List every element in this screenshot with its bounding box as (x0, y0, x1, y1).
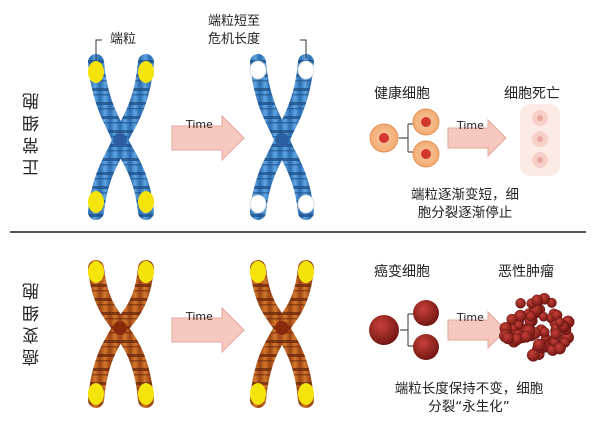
tumor-cell (501, 332, 515, 345)
time-label-normal-2: Time (457, 119, 484, 132)
tumor-cell (553, 342, 566, 355)
chromosome-normal-short (249, 54, 315, 220)
tumor-cell (531, 294, 543, 306)
tumor-cell (532, 338, 546, 352)
time-arrow-normal-2 (447, 118, 507, 158)
tumor-cell (539, 327, 550, 338)
time-label-cancer-1: Time (186, 310, 213, 323)
chromosome-cancer-1 (88, 260, 154, 408)
short-telomere-label-2: 危机长度 (208, 32, 261, 47)
tumor-cell (525, 311, 537, 322)
tumor-cluster (499, 292, 575, 362)
telomere-label: 端粒 (110, 32, 137, 47)
healthy-cell-label: 健康细胞 (374, 86, 430, 102)
time-arrow-cancer-1 (171, 306, 245, 354)
telomere-top-right (138, 61, 154, 83)
tumor-cell (520, 330, 533, 343)
tumor-cell (538, 311, 549, 322)
tumor-label: 恶性肿瘤 (498, 264, 554, 280)
tumor-cell (506, 313, 518, 325)
cancer-cell-label: 癌变细胞 (374, 264, 430, 280)
tumor-cell (550, 328, 562, 340)
telomere-bottom-left (88, 191, 104, 213)
time-arrow-cancer-2 (447, 310, 507, 350)
telomere-pointer (95, 39, 102, 60)
section-label-cancer: 癌变细胞 (23, 278, 43, 366)
short-telomere-label-1: 端粒短至 (208, 14, 261, 29)
dead-cell-label: 细胞死亡 (504, 86, 560, 102)
cancer-caption-line-2: 分裂“永生化” (428, 399, 510, 416)
short-telomere-pointer (300, 39, 307, 58)
chromosome-cancer-2 (250, 260, 314, 408)
tumor-cell (515, 298, 526, 309)
normal-caption-line-2: 胞分裂逐渐停止 (417, 205, 513, 222)
cancer-cells (369, 300, 439, 360)
chromosome-normal-long (88, 54, 154, 220)
normal-caption: 端粒逐渐变短，细 胞分裂逐渐停止 (376, 186, 554, 222)
normal-caption-line-1: 端粒逐渐变短，细 (411, 187, 519, 203)
time-label-cancer-2: Time (457, 311, 484, 324)
section-label-normal: 正常细胞 (23, 88, 43, 176)
time-label-normal-1: Time (186, 118, 213, 131)
tumor-cell (526, 348, 540, 362)
cancer-caption-line-1: 端粒长度保持不变，细胞 (394, 381, 544, 397)
tumor-cell (514, 320, 524, 330)
telomere-top-left (88, 61, 104, 83)
telomere-bottom-right (138, 191, 154, 213)
time-arrow-normal-1 (171, 114, 245, 162)
dying-cells (520, 104, 560, 176)
tumor-cell (555, 317, 565, 328)
healthy-cells (369, 108, 440, 168)
cancer-caption: 端粒长度保持不变，细胞 分裂“永生化” (362, 380, 576, 416)
